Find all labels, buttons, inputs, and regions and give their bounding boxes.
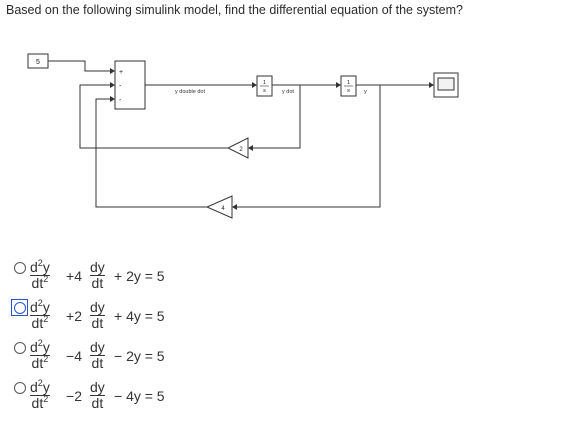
second-derivative-term: d2y dt2 — [30, 338, 50, 371]
option-sign: − — [66, 388, 75, 404]
answer-option-1[interactable]: d2y dt2 +4 dy dt + 2y = 5 — [14, 258, 214, 298]
gain-block-inner: 2 — [226, 137, 249, 159]
sum-sign-3: - — [119, 97, 122, 104]
radio-focus-box — [11, 299, 28, 316]
svg-text:s: s — [263, 88, 266, 94]
sum-block: + - - — [114, 60, 146, 110]
first-derivative-term: dy dt — [90, 299, 105, 331]
sum-sign-1: + — [119, 69, 123, 76]
second-derivative-term: d2y dt2 — [30, 378, 50, 411]
svg-text:1: 1 — [263, 80, 266, 86]
answer-option-4[interactable]: d2y dt2 −2 dy dt − 4y = 5 — [14, 378, 214, 418]
answer-option-3[interactable]: d2y dt2 −4 dy dt − 2y = 5 — [14, 338, 214, 378]
integrator-block-2: 1 s — [340, 75, 357, 97]
signal-label-ydoubledot: y double dot — [175, 89, 205, 95]
option-coef: 4 — [74, 348, 82, 364]
scope-block — [433, 72, 459, 98]
sum-sign-2: - — [119, 83, 122, 90]
gain-block-outer: 4 — [205, 195, 233, 219]
svg-text:4: 4 — [221, 206, 225, 212]
svg-text:2: 2 — [239, 147, 243, 153]
second-derivative-term: d2y dt2 — [30, 298, 50, 331]
first-derivative-term: dy dt — [90, 259, 105, 291]
option-tail: − 2y = 5 — [114, 348, 165, 364]
option-coef: 4 — [74, 268, 82, 284]
signal-label-ydot: y dot — [282, 89, 294, 95]
first-derivative-term: dy dt — [90, 339, 105, 371]
first-derivative-term: dy dt — [90, 379, 105, 411]
option-sign: + — [66, 308, 75, 324]
second-derivative-term: d2y dt2 — [30, 258, 50, 291]
radio-button-4[interactable] — [14, 382, 26, 394]
radio-button-2[interactable] — [14, 302, 26, 314]
option-tail: + 2y = 5 — [114, 268, 165, 284]
option-tail: − 4y = 5 — [114, 388, 165, 404]
signal-label-y: y — [364, 89, 367, 95]
svg-text:s: s — [347, 88, 350, 94]
question-text: Based on the following simulink model, f… — [6, 3, 463, 17]
answer-option-2[interactable]: d2y dt2 +2 dy dt + 4y = 5 — [11, 298, 214, 338]
option-sign: − — [66, 348, 75, 364]
option-tail: + 4y = 5 — [114, 308, 165, 324]
option-coef: 2 — [74, 388, 82, 404]
integrator-block-1: 1 s — [256, 75, 273, 97]
constant-block: 5 — [27, 53, 49, 69]
simulink-model: 5 + - - y double dot 1 s y dot 1 s y — [27, 53, 459, 219]
radio-button-1[interactable] — [14, 262, 26, 274]
radio-button-3[interactable] — [14, 342, 26, 354]
svg-text:1: 1 — [347, 80, 350, 86]
constant-value: 5 — [36, 59, 40, 66]
option-sign: + — [66, 268, 75, 284]
option-coef: 2 — [74, 308, 82, 324]
